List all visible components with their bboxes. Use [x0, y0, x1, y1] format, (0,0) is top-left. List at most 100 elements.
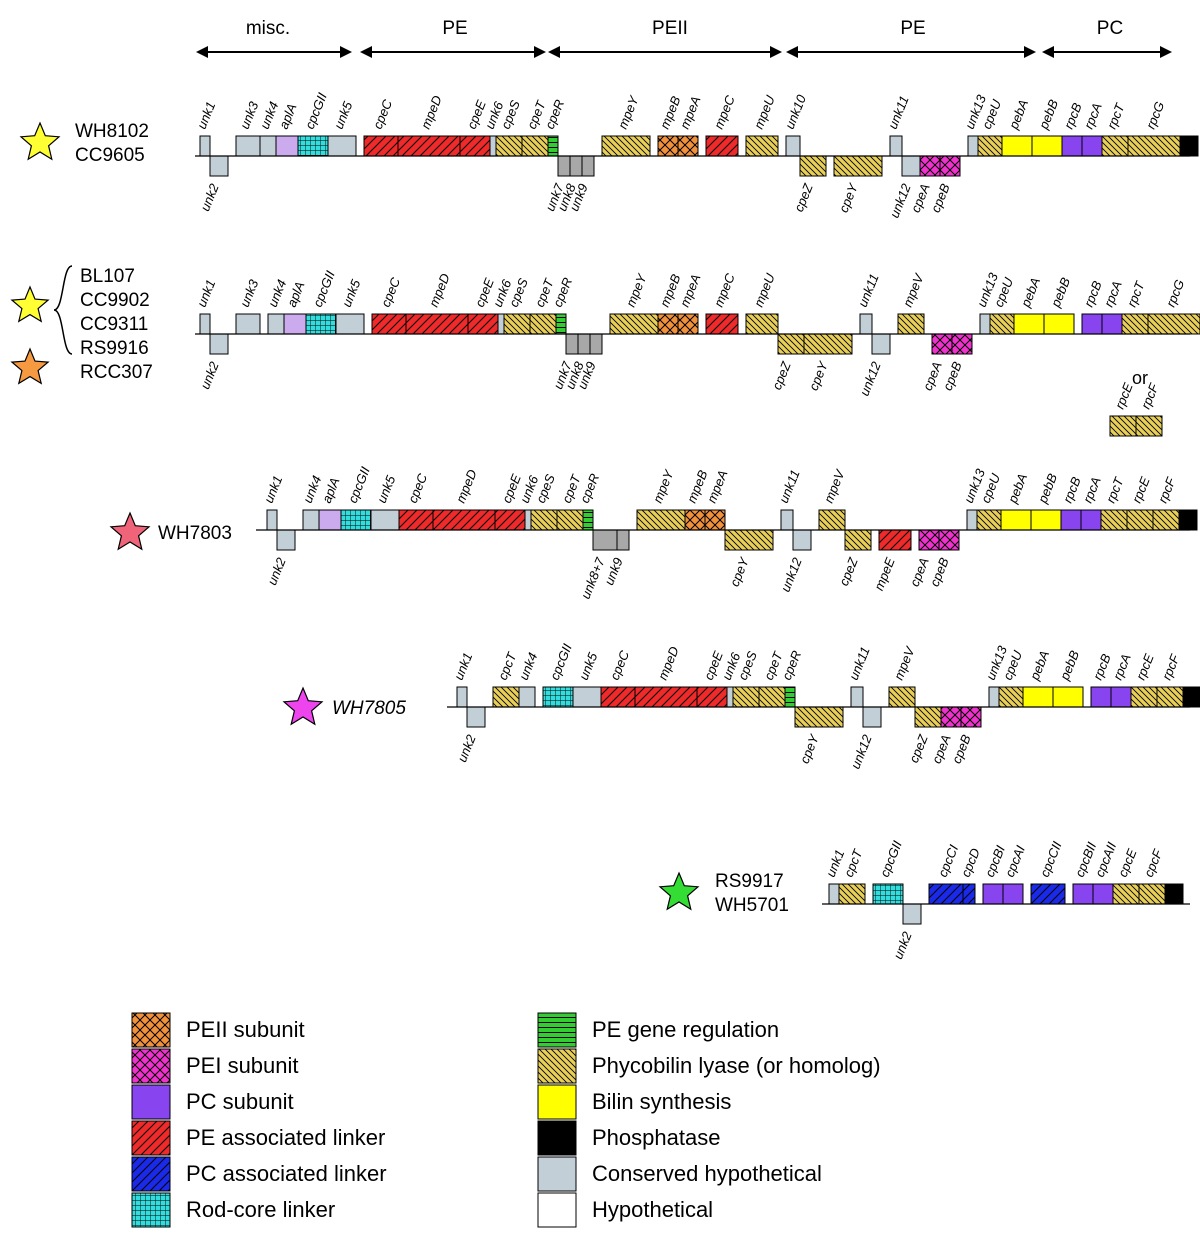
gene-cpcgii — [305, 313, 337, 335]
gene-label-cpeb: cpeB — [940, 359, 965, 392]
legend-item-pe-associated-linker: PE associated linker — [131, 1120, 385, 1156]
legend-label: PE gene regulation — [592, 1017, 779, 1042]
gene-unk1 — [199, 313, 211, 335]
strain-label-rcc307: RCC307 — [80, 362, 153, 383]
gene-cpcaii — [1092, 883, 1114, 905]
gene-unk9 — [581, 155, 595, 177]
gene-unk12 — [862, 706, 882, 728]
strain-label-cc9605: CC9605 — [75, 145, 145, 166]
gene-cpez — [914, 706, 942, 728]
strain-star-1 — [10, 347, 50, 385]
gene-unk9 — [616, 529, 630, 551]
gene-apla — [283, 313, 307, 335]
gene-cpet — [758, 686, 786, 708]
gene-rpce — [1126, 509, 1154, 531]
gene-cpcgii — [340, 509, 372, 531]
gene-label-cpccii: cpcCII — [1037, 839, 1065, 879]
gene-cpee — [696, 686, 728, 708]
gene-rpcb — [1090, 686, 1112, 708]
gene-label-cpey: cpeY — [836, 180, 862, 214]
or-label: or — [1132, 368, 1148, 388]
gene-peba — [1013, 313, 1045, 335]
legend-item-pei-subunit: PEI subunit — [131, 1048, 299, 1084]
gene-label-mpey: mpeY — [623, 271, 650, 309]
strain-label-wh7803: WH7803 — [158, 523, 232, 544]
gene-unk5 — [327, 135, 357, 157]
gene-label-mpec: mpeC — [711, 271, 738, 309]
gene-mped — [397, 135, 461, 157]
gene-rpcb — [1060, 509, 1082, 531]
gene-cpee — [459, 135, 491, 157]
gene-unk3 — [235, 313, 261, 335]
gene-label-cpcgii: cpcGII — [877, 838, 905, 879]
gene-label-unk12: unk12 — [887, 181, 914, 220]
gene-mpey — [636, 509, 686, 531]
gene-mpec — [705, 313, 739, 335]
strain-star-3 — [282, 686, 324, 726]
legend-item-phosphatase: Phosphatase — [537, 1120, 720, 1156]
gene-label-unk12: unk12 — [778, 555, 805, 594]
gene-rpcg — [1127, 135, 1181, 157]
gene-label-cpeb: cpeB — [927, 555, 952, 588]
gene-alt-rpce — [1109, 415, 1137, 437]
gene-label-cpes: cpeS — [498, 98, 523, 131]
gene-rpct — [1121, 313, 1149, 335]
gene-label-unk4: unk4 — [516, 650, 540, 682]
gene-label-cpez: cpeZ — [791, 181, 816, 214]
gene-unk13 — [979, 313, 991, 335]
gene-cpey — [794, 706, 844, 728]
gene-unk2 — [466, 706, 486, 728]
gene-rpcf — [1152, 509, 1180, 531]
legend-item-rod-core-linker: Rod-core linker — [131, 1192, 335, 1228]
gene-label-unk12: unk12 — [848, 732, 875, 771]
gene-unk4 — [302, 509, 320, 531]
legend-item-phycobilin-lyase-or-homolog: Phycobilin lyase (or homolog) — [537, 1048, 881, 1084]
gene-mpeb — [684, 509, 706, 531]
gene-cpec — [398, 509, 434, 531]
gene-cpey — [833, 155, 883, 177]
gene-mpea — [704, 509, 726, 531]
gene-rpcb — [1081, 313, 1103, 335]
gene-mped — [432, 509, 496, 531]
gene-unk11 — [850, 686, 864, 708]
gene-unk1 — [828, 883, 840, 905]
gene-cpes — [530, 509, 558, 531]
gene-unk11 — [780, 509, 794, 531]
legend-label: Conserved hypothetical — [592, 1161, 822, 1186]
gene-cpea — [940, 706, 962, 728]
gene-unk5 — [572, 686, 602, 708]
legend-label: PE associated linker — [186, 1125, 385, 1150]
gene-label-cpcgii: cpcGII — [302, 90, 330, 131]
gene-label-mpev: mpeV — [900, 271, 927, 309]
strain-label-rs9916: RS9916 — [80, 338, 149, 359]
gene-cpea — [931, 333, 953, 355]
gene-label-rpcg: rpcG — [1143, 99, 1167, 131]
gene-label-cpct: cpcT — [841, 846, 866, 879]
gene-cpec — [371, 313, 407, 335]
gene-unk4 — [259, 135, 277, 157]
gene-unk6 — [726, 686, 734, 708]
gene-cpcf — [1138, 883, 1166, 905]
gene-label-unk5: unk5 — [374, 473, 399, 505]
gene-unk8-7 — [592, 529, 618, 551]
gene-apla — [275, 135, 299, 157]
gene-unk6 — [497, 313, 505, 335]
gene-mpea — [677, 135, 699, 157]
gene-label-rpct: rpcT — [1104, 100, 1128, 131]
gene-cpeb — [938, 529, 960, 551]
gene-cpes — [503, 313, 531, 335]
gene-rpcf — [1156, 686, 1184, 708]
region-label-pe-1: PE — [442, 18, 467, 39]
legend-item-conserved-hypothetical: Conserved hypothetical — [537, 1156, 822, 1192]
region-label-peii: PEII — [652, 18, 688, 39]
gene-cpez — [799, 155, 827, 177]
gene-label-cpcd: cpcD — [958, 846, 983, 879]
strain-label-bl107: BL107 — [80, 266, 135, 287]
gene-label-unk11: unk11 — [846, 645, 873, 683]
